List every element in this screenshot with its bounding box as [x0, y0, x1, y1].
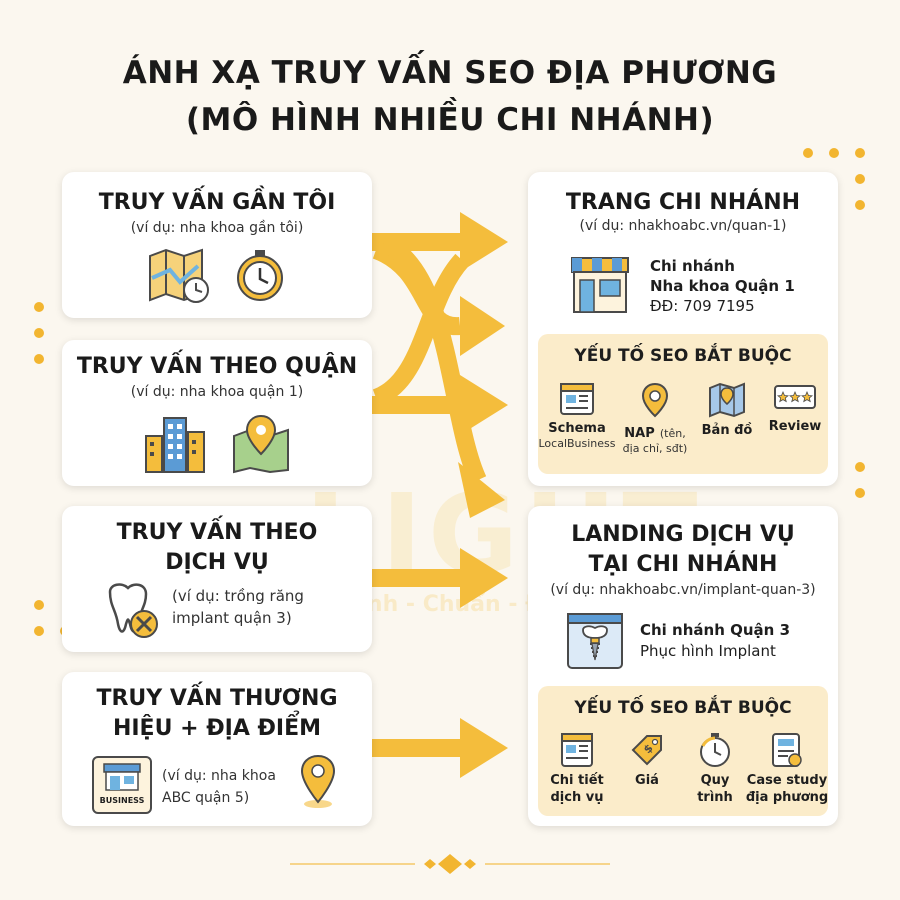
- seo-item-label: Review: [768, 419, 822, 434]
- seo-requirements-title: YẾU TỐ SEO BẮT BUỘC: [574, 346, 792, 366]
- seo-item-schema: Schema LocalBusiness: [534, 382, 620, 451]
- query-example-line1: (ví dụ: nha khoa: [162, 768, 276, 784]
- seo-item-review: Review: [752, 382, 838, 435]
- page-subtitle: (MÔ HÌNH NHIỀU CHI NHÁNH): [185, 102, 715, 138]
- implant-page-icon: [567, 613, 623, 669]
- query-example: (ví dụ: nha khoa gần tôi): [130, 220, 304, 236]
- bottom-ornament: [290, 854, 610, 874]
- branch-name-line2: Nha khoa Quận 1: [650, 277, 795, 295]
- query-example-line1: (ví dụ: trồng răng: [172, 587, 304, 605]
- query-title-line2: HIỆU + ĐỊA ĐIỂM: [112, 716, 322, 741]
- business-badge-label: BUSINESS: [99, 796, 145, 805]
- seo-item-nap: NAP (tên, địa chỉ, sđt): [612, 382, 698, 456]
- seo-item-case-study: Case study địa phương: [744, 732, 830, 806]
- query-example-line2: ABC quận 5): [162, 790, 250, 806]
- case-study-icon: [772, 733, 802, 767]
- seo-item-label-line1: Quy: [700, 773, 730, 788]
- seo-item-label-line2: dịch vụ: [550, 790, 604, 805]
- query-example-line2: implant quận 3): [172, 609, 292, 627]
- query-title-line1: TRUY VẤN THEO: [116, 520, 318, 545]
- location-pin-icon: [300, 754, 336, 808]
- service-landing-url: (ví dụ: nhakhoabc.vn/implant-quan-3): [550, 582, 816, 598]
- branch-phone: ĐĐ: 709 7195: [650, 297, 755, 315]
- service-branch-service: Phục hình Implant: [640, 642, 776, 660]
- query-card-service: TRUY VẤN THEO DỊCH VỤ (ví dụ: trồng răng…: [62, 506, 372, 652]
- query-card-near-me: TRUY VẤN GẦN TÔI (ví dụ: nha khoa gần tô…: [62, 172, 372, 318]
- query-title: TRUY VẤN THEO QUẬN: [76, 354, 358, 379]
- alarm-clock-icon: [237, 250, 283, 301]
- branch-page-title: TRANG CHI NHÁNH: [565, 190, 801, 215]
- seo-item-process: Quy trình: [672, 732, 758, 806]
- seo-item-note: LocalBusiness: [538, 437, 616, 450]
- folded-map-icon: [709, 382, 745, 418]
- query-card-brand-location: TRUY VẤN THƯƠNG HIỆU + ĐỊA ĐIỂM BUSINESS…: [62, 672, 372, 826]
- page-title: ÁNH XẠ TRUY VẤN SEO ĐỊA PHƯƠNG: [122, 55, 778, 91]
- map-pin-icon: [233, 414, 289, 474]
- business-storefront-icon: BUSINESS: [92, 756, 152, 814]
- query-card-district: TRUY VẤN THEO QUẬN (ví dụ: nha khoa quận…: [62, 340, 372, 486]
- seo-item-note-inline: (tên,: [659, 427, 686, 440]
- service-seo-requirements: YẾU TỐ SEO BẮT BUỘC Chi tiết dịch vụ $ G…: [538, 686, 828, 816]
- service-branch-name: Chi nhánh Quận 3: [640, 621, 790, 639]
- seo-item-label-line1: Chi tiết: [550, 773, 604, 788]
- branch-page-url: (ví dụ: nhakhoabc.vn/quan-1): [579, 218, 787, 234]
- rating-stars-icon: [774, 385, 816, 409]
- map-clock-icon: [149, 248, 209, 303]
- branch-name-line1: Chi nhánh: [650, 257, 735, 275]
- seo-item-note: địa chỉ, sđt): [622, 442, 688, 455]
- seo-item-service-detail: Chi tiết dịch vụ: [534, 732, 620, 806]
- storefront-icon: [571, 257, 629, 313]
- seo-item-label-line2: trình: [697, 790, 733, 805]
- seo-item-price: $ Giá: [604, 732, 690, 789]
- query-title-line1: TRUY VẤN THƯƠNG: [96, 686, 338, 711]
- query-example: (ví dụ: nha khoa quận 1): [130, 384, 304, 400]
- stopwatch-icon: [700, 733, 730, 767]
- seo-item-label-line2: địa phương: [745, 790, 829, 805]
- seo-item-map: Bản đồ: [684, 382, 770, 439]
- price-tag-icon: $: [631, 735, 662, 766]
- seo-item-label: Schema: [548, 421, 606, 436]
- seo-item-label: Bản đồ: [701, 423, 753, 438]
- query-title-line2: DỊCH VỤ: [165, 550, 269, 575]
- query-title: TRUY VẤN GẦN TÔI: [98, 190, 336, 215]
- branch-seo-requirements: YẾU TỐ SEO BẮT BUỘC Schema LocalBusiness…: [538, 334, 828, 474]
- seo-item-label: NAP: [624, 426, 655, 441]
- service-landing-title-line2: TẠI CHI NHÁNH: [588, 552, 778, 577]
- document-icon: [561, 733, 593, 767]
- tooth-tools-icon: [108, 583, 158, 638]
- branch-page-card: TRANG CHI NHÁNH (ví dụ: nhakhoabc.vn/qua…: [528, 172, 838, 486]
- service-landing-card: LANDING DỊCH VỤ TẠI CHI NHÁNH (ví dụ: nh…: [528, 506, 838, 826]
- seo-item-label-line1: Case study: [746, 773, 828, 788]
- seo-requirements-title: YẾU TỐ SEO BẮT BUỘC: [574, 698, 792, 718]
- seo-item-label-line1: Giá: [635, 773, 659, 788]
- webpage-icon: [560, 383, 594, 415]
- city-buildings-icon: [145, 417, 205, 473]
- service-landing-title-line1: LANDING DỊCH VỤ: [571, 522, 795, 547]
- map-pin-icon: [641, 382, 669, 418]
